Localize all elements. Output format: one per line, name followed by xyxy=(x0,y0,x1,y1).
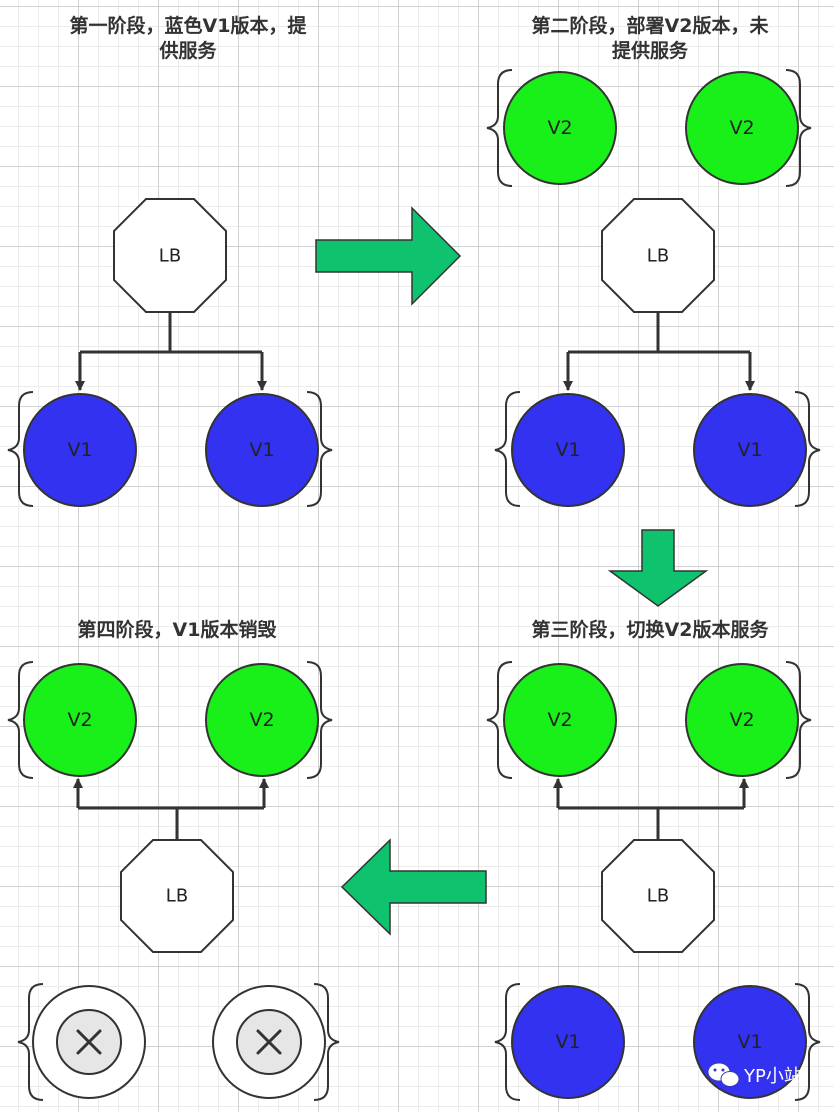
v1-group: V1 V1 xyxy=(7,391,333,507)
watermark: YP小站 xyxy=(707,1062,802,1087)
right-brace xyxy=(794,391,821,507)
v2-group: V2 V2 xyxy=(486,69,812,187)
right-brace xyxy=(306,391,333,507)
routing-connector xyxy=(563,312,755,391)
stage-4-title: 第四阶段，V1版本销毁 xyxy=(78,618,277,641)
wechat-icon xyxy=(707,1062,740,1087)
v2-label: V2 xyxy=(67,709,92,731)
stage-3-to-4-arrow xyxy=(340,838,487,936)
stage-1-to-2-arrow xyxy=(315,206,462,306)
lb-node: LB xyxy=(113,198,227,313)
v2-instance-node: V2 xyxy=(205,663,319,777)
v2-group: V2 V2 xyxy=(7,661,333,779)
left-brace xyxy=(17,983,44,1101)
stage-3: 第三阶段，切换V2版本服务 V2 V2 LB xyxy=(486,618,821,1101)
lb-node: LB xyxy=(601,198,715,313)
lb-label: LB xyxy=(647,246,669,267)
v1-instance-node: V1 xyxy=(693,393,807,507)
stage-1-title-line-1: 第一阶段，蓝色V1版本，提 xyxy=(70,14,308,37)
v2-label: V2 xyxy=(547,709,572,731)
stage-1: 第一阶段，蓝色V1版本，提 供服务 LB V1 V1 xyxy=(7,14,333,507)
v2-instance-node: V2 xyxy=(23,663,137,777)
routing-connector xyxy=(73,778,269,840)
v1-group: V1 V1 xyxy=(494,391,821,507)
right-brace xyxy=(785,69,812,187)
v1-instance-node: V1 xyxy=(205,393,319,507)
destroyed-instance-node xyxy=(32,985,146,1099)
v2-label: V2 xyxy=(547,117,572,139)
stage-4: 第四阶段，V1版本销毁 V2 V2 LB xyxy=(7,618,340,1101)
left-brace xyxy=(486,69,513,187)
routing-connector xyxy=(75,312,267,391)
stage-2-title-line-2: 提供服务 xyxy=(612,39,689,62)
destroyed-instance-node xyxy=(212,985,326,1099)
left-brace xyxy=(494,983,521,1101)
destroyed-v1-group xyxy=(17,983,340,1101)
v1-instance-node: V1 xyxy=(511,393,625,507)
v1-label: V1 xyxy=(249,439,274,461)
watermark-text: YP小站 xyxy=(743,1066,802,1087)
lb-node: LB xyxy=(120,839,234,953)
left-brace xyxy=(486,661,513,779)
left-brace xyxy=(494,391,521,507)
right-brace xyxy=(785,661,812,779)
v1-label: V1 xyxy=(737,439,762,461)
v2-label: V2 xyxy=(249,709,274,731)
close-circle-icon xyxy=(236,1009,302,1075)
stage-2-title-line-1: 第二阶段，部署V2版本，未 xyxy=(532,14,769,37)
close-circle-icon xyxy=(56,1009,122,1075)
v2-instance-node: V2 xyxy=(685,663,799,777)
right-brace xyxy=(794,983,821,1101)
lb-label: LB xyxy=(647,886,669,907)
stage-1-title-line-2: 供服务 xyxy=(158,39,217,62)
stage-3-title: 第三阶段，切换V2版本服务 xyxy=(532,618,770,641)
v2-instance-node: V2 xyxy=(685,71,799,185)
left-brace xyxy=(7,661,34,779)
v2-label: V2 xyxy=(729,709,754,731)
right-brace xyxy=(313,983,340,1101)
routing-connector xyxy=(553,778,749,840)
lb-label: LB xyxy=(166,886,188,907)
v1-label: V1 xyxy=(555,1031,580,1053)
stage-2-to-3-arrow xyxy=(607,529,709,607)
v2-instance-node: V2 xyxy=(503,71,617,185)
v1-label: V1 xyxy=(737,1031,762,1053)
v1-label: V1 xyxy=(67,439,92,461)
left-brace xyxy=(7,391,34,507)
v1-label: V1 xyxy=(555,439,580,461)
v2-group: V2 V2 xyxy=(486,661,812,779)
v1-instance-node: V1 xyxy=(511,985,625,1099)
v1-instance-node: V1 xyxy=(23,393,137,507)
lb-label: LB xyxy=(159,246,181,267)
v2-instance-node: V2 xyxy=(503,663,617,777)
right-brace xyxy=(306,661,333,779)
v2-label: V2 xyxy=(729,117,754,139)
lb-node: LB xyxy=(601,839,715,953)
stage-2: 第二阶段，部署V2版本，未 提供服务 V2 V2 LB xyxy=(486,14,821,507)
